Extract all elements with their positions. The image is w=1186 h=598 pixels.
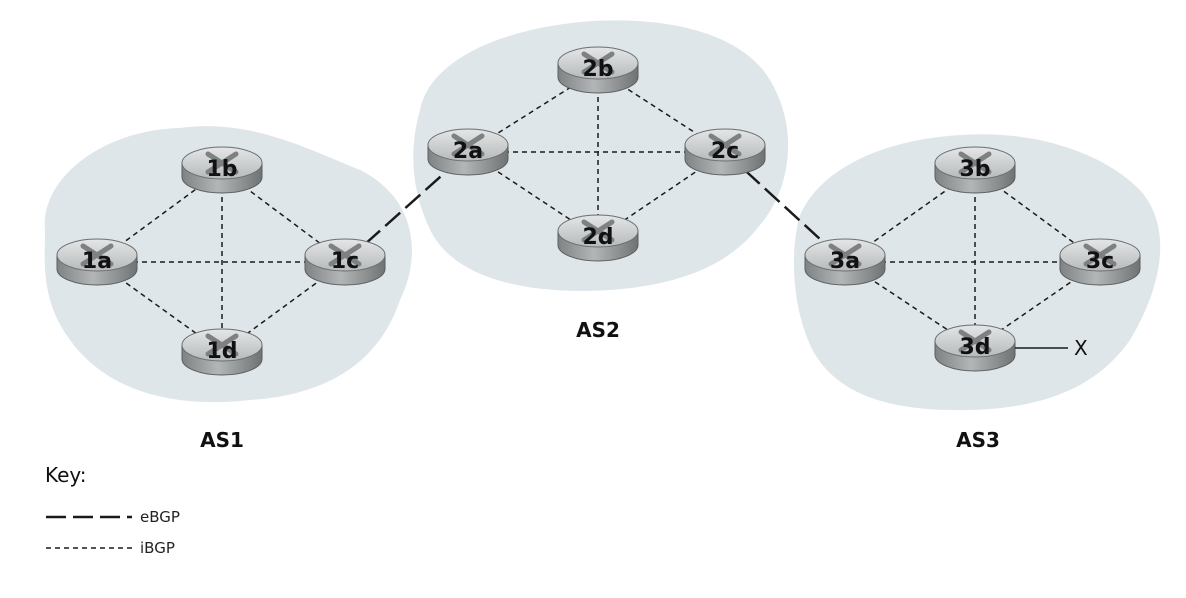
router-1a: 1a — [56, 238, 138, 286]
router-arrows-icon — [958, 329, 992, 353]
router-arrows-icon — [80, 243, 114, 267]
router-3c: 3c — [1059, 238, 1141, 286]
router-1b: 1b — [181, 146, 263, 194]
router-3a: 3a — [804, 238, 886, 286]
router-label-2d: 2d — [582, 225, 613, 250]
router-arrows-icon — [205, 151, 239, 175]
router-label-1c: 1c — [331, 249, 359, 274]
as1-cloud — [44, 126, 412, 403]
as1-label: AS1 — [200, 428, 244, 452]
router-arrows-icon — [828, 243, 862, 267]
router-arrows-icon — [328, 243, 362, 267]
router-3d: 3d — [934, 324, 1016, 372]
router-1d: 1d — [181, 328, 263, 376]
routers-layer: 1a 1b 1c 1d 2a 2b 2c 2d 3a 3b 3c 3d — [56, 46, 1141, 376]
router-label-3c: 3c — [1086, 249, 1114, 274]
external-destination-label: X — [1074, 336, 1088, 360]
router-arrows-icon — [958, 151, 992, 175]
router-2b: 2b — [557, 46, 639, 94]
router-2d: 2d — [557, 214, 639, 262]
router-arrows-icon — [451, 133, 485, 157]
router-label-2b: 2b — [582, 57, 613, 82]
as3-label: AS3 — [956, 428, 1000, 452]
router-arrows-icon — [581, 51, 615, 75]
router-arrows-icon — [708, 133, 742, 157]
ibgp-link-2b-2c — [597, 69, 726, 153]
router-label-2a: 2a — [453, 139, 483, 164]
router-label-1a: 1a — [82, 249, 112, 274]
router-2a: 2a — [427, 128, 509, 176]
router-label-3a: 3a — [830, 249, 860, 274]
router-label-2c: 2c — [711, 139, 739, 164]
key-title: Key: — [45, 463, 87, 487]
router-label-1d: 1d — [206, 339, 237, 364]
router-label-3d: 3d — [959, 335, 990, 360]
router-arrows-icon — [581, 219, 615, 243]
as2-label: AS2 — [576, 318, 620, 342]
as2-cloud — [413, 20, 789, 291]
router-arrows-icon — [205, 333, 239, 357]
router-arrows-icon — [1083, 243, 1117, 267]
as3-cloud — [793, 134, 1161, 411]
router-2c: 2c — [684, 128, 766, 176]
key-ibgp-label: iBGP — [140, 539, 175, 557]
router-3b: 3b — [934, 146, 1016, 194]
router-1c: 1c — [304, 238, 386, 286]
router-label-3b: 3b — [959, 157, 990, 182]
key-ebgp-label: eBGP — [140, 508, 180, 526]
router-label-1b: 1b — [206, 157, 237, 182]
